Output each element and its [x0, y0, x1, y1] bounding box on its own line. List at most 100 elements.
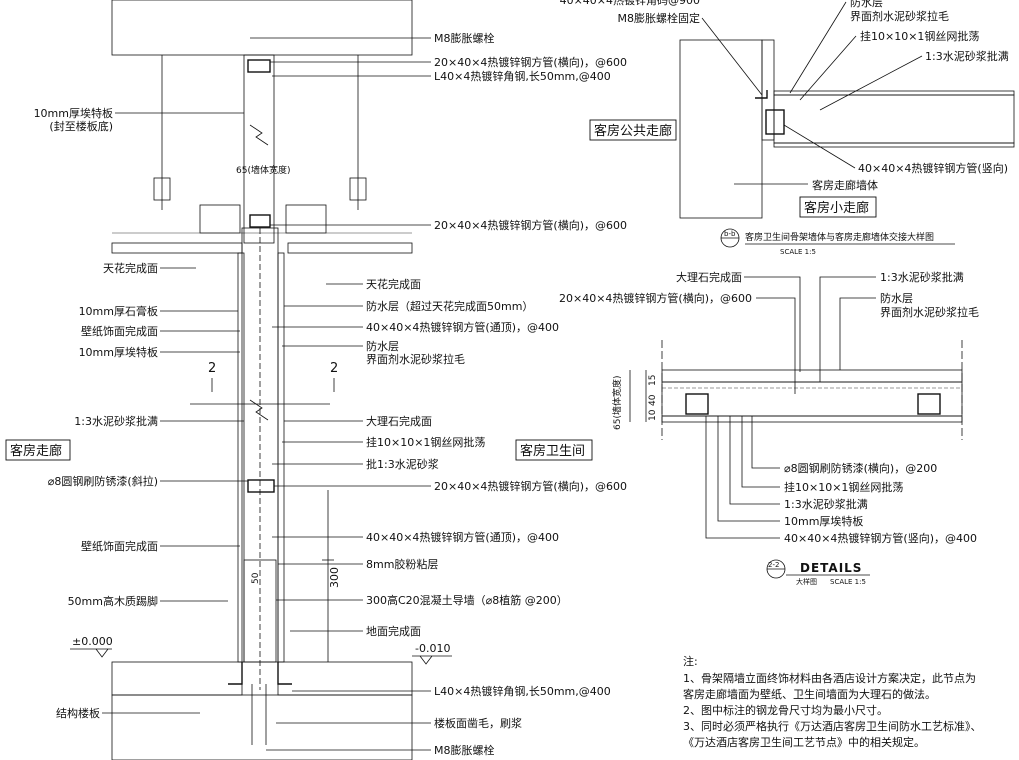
- main-right-label-8: 大理石完成面: [366, 414, 432, 428]
- main-left-label-7: 壁纸饰面完成面: [81, 539, 158, 553]
- bb-vertical-render: [761, 39, 775, 141]
- main-left-label-9: 结构楼板: [56, 706, 100, 720]
- d22-title-mark: 2-2: [768, 561, 779, 569]
- bb-top-label-5: 1:3水泥砂浆批满: [925, 49, 1009, 63]
- bb-top-label-1: M8膨胀螺栓固定: [618, 11, 701, 25]
- main-right-label-18: M8膨胀螺栓: [434, 743, 495, 757]
- d22-dim-15: 15: [648, 375, 658, 386]
- section-mark-left: 2: [208, 361, 216, 376]
- main-right-label-13: 8mm胶粉粘层: [366, 557, 438, 571]
- upper-stud: [243, 54, 275, 244]
- main-left-label-1: 天花完成面: [103, 261, 158, 275]
- room-right-box: [515, 439, 593, 461]
- notes: 注: 1、骨架隔墙立面终饰材料由各酒店设计方案决定，此节点为客房走廊墙面为壁纸、…: [683, 654, 982, 749]
- detail-22: 15 40 10 65(墙体宽度) 大理石完成面20×40×4热镀锌钢方管(横向…: [559, 270, 979, 586]
- d22-bottom-label-1: 挂10×10×1钢丝网批荡: [784, 480, 903, 494]
- level-left: ±0.000: [72, 635, 113, 648]
- bb-wall-label: 客房走廊墙体: [812, 178, 878, 192]
- d22-labels: 大理石完成面20×40×4热镀锌钢方管(横向)，@6001:3水泥砂浆批满防水层…: [559, 270, 979, 545]
- main-right-label-6: 40×40×4热镀锌钢方管(通顶)，@400: [366, 320, 559, 334]
- ceiling-left: [111, 242, 243, 254]
- main-right-label-9: 挂10×10×1钢丝网批荡: [366, 435, 485, 449]
- main-section: 65(墙体宽度) 2 2 300 50 客房走廊 客房卫生间 ±0.000 -0…: [5, 0, 627, 760]
- bb-partition: [773, 94, 1015, 144]
- guide-wall: [243, 559, 277, 663]
- dim-300: 300: [328, 567, 341, 588]
- notes-heading: 注:: [683, 654, 698, 668]
- main-right-label-2: L40×4热镀锌角钢,长50mm,@400: [434, 69, 611, 83]
- main-left-labels: 10mm厚埃特板(封至楼板底)天花完成面10mm厚石膏板壁纸饰面完成面10mm厚…: [34, 106, 248, 720]
- bb-top-label-0: 40×40×4热镀锌角码@900: [560, 0, 700, 7]
- main-right-label-14: 300高C20混凝土导墙（⌀8植筋 @200）: [366, 593, 568, 607]
- bb-tube-label: 40×40×4热镀锌钢方管(竖向): [858, 161, 1008, 175]
- note-line-3: 3、同时必须严格执行《万达酒店客房卫生间防水工艺标准》、: [683, 719, 982, 733]
- main-right-label-17: 楼板面凿毛，刷浆: [434, 716, 522, 730]
- d22-top-label-0: 大理石完成面: [676, 270, 742, 284]
- mid-tube: [247, 479, 275, 493]
- d22-subtitle: 大样图: [796, 577, 817, 586]
- bb-scale: SCALE 1:5: [780, 248, 816, 256]
- note-line-1: 客房走廊墙面为壁纸、卫生间墙面为大理石的做法。: [683, 687, 936, 701]
- bb-title: 客房卫生间骨架墙体与客房走廊墙体交接大样图: [745, 231, 934, 243]
- main-right-label-0: M8膨胀螺栓: [434, 31, 495, 45]
- main-right-labels: M8膨胀螺栓20×40×4热镀锌钢方管(横向)，@600L40×4热镀锌角钢,长…: [250, 31, 627, 757]
- d22-bottom-label-4: 40×40×4热镀锌钢方管(竖向)，@400: [784, 531, 977, 545]
- floor-screed-right: [277, 661, 413, 696]
- main-right-label-11: 20×40×4热镀锌钢方管(横向)，@600: [434, 479, 627, 493]
- level-right: -0.010: [415, 642, 450, 655]
- tube-2: [249, 214, 271, 228]
- d22-scale: SCALE 1:5: [830, 578, 866, 586]
- d22-top-label-3: 防水层: [880, 291, 913, 305]
- bb-top-label-3: 界面剂水泥砂浆拉毛: [850, 9, 949, 23]
- d22-dim-40: 40: [648, 394, 658, 406]
- bb-top-label-2: 防水层: [850, 0, 883, 9]
- ceiling-hangers: [112, 55, 412, 234]
- top-tube: [247, 59, 271, 73]
- main-right-label-3: 20×40×4热镀锌钢方管(横向)，@600: [434, 218, 627, 232]
- note-line-4: 《万达酒店客房卫生间工艺节点》中的相关规定。: [683, 735, 925, 749]
- bb-tube: [765, 109, 785, 135]
- dim-50: 50: [251, 572, 261, 584]
- main-right-label-16: L40×4热镀锌角钢,长50mm,@400: [434, 684, 611, 698]
- d22-bottom-label-2: 1:3水泥砂浆批满: [784, 497, 868, 511]
- main-left-label-3: 壁纸饰面完成面: [81, 324, 158, 338]
- ceiling-right: [287, 242, 413, 254]
- main-right-label-7-line-0: 防水层: [366, 339, 399, 353]
- note-line-2: 2、图中标注的钢龙骨尺寸均为最小尺寸。: [683, 703, 888, 717]
- board-right: [277, 252, 285, 663]
- main-right-label-10: 批1:3水泥砂浆: [366, 457, 439, 471]
- main-right-label-1: 20×40×4热镀锌钢方管(横向)，@600: [434, 55, 627, 69]
- d22-dim-65: 65(墙体宽度): [611, 376, 623, 430]
- d22-title: DETAILS: [800, 561, 862, 575]
- floor-screed-left: [111, 661, 243, 696]
- section-mark-right: 2: [330, 361, 338, 376]
- room-right-label: 客房卫生间: [520, 443, 585, 459]
- room-left-box: [5, 439, 71, 461]
- main-left-label-0-line-0: 10mm厚埃特板: [34, 106, 113, 120]
- main-right-label-5: 防水层（超过天花完成面50mm）: [366, 299, 533, 313]
- board-left: [237, 252, 245, 663]
- main-left-label-0-line-1: (封至楼板底): [49, 119, 113, 133]
- bb-room-small: 客房小走廊: [804, 200, 869, 216]
- d22-top-label-1: 20×40×4热镀锌钢方管(横向)，@600: [559, 291, 752, 305]
- d22-body: [661, 381, 963, 417]
- main-right-label-15: 地面完成面: [366, 624, 421, 638]
- bottom-slab: [111, 694, 413, 760]
- bb-top-label-4: 挂10×10×1钢丝网批荡: [860, 29, 979, 43]
- wall-width-label: 65(墙体宽度): [236, 164, 290, 176]
- main-left-label-5: 1:3水泥砂浆批满: [74, 414, 158, 428]
- main-left-label-6: ⌀8圆钢刷防锈漆(斜拉): [48, 474, 158, 488]
- main-left-label-4: 10mm厚埃特板: [79, 345, 158, 359]
- main-right-label-7-line-1: 界面剂水泥砂浆拉毛: [366, 352, 465, 366]
- d22-bottom-label-3: 10mm厚埃特板: [784, 514, 863, 528]
- bb-room-public: 客房公共走廊: [594, 123, 672, 139]
- top-slab: [111, 0, 413, 56]
- main-left-label-8: 50mm高木质踢脚: [68, 594, 158, 608]
- d22-top-label-2: 1:3水泥砂浆批满: [880, 270, 964, 284]
- note-line-0: 1、骨架隔墙立面终饰材料由各酒店设计方案决定，此节点为: [683, 671, 976, 685]
- corridor-wall: [679, 39, 763, 219]
- bb-title-mark: b-b: [724, 230, 736, 238]
- d22-top-label-4: 界面剂水泥砂浆拉毛: [880, 305, 979, 319]
